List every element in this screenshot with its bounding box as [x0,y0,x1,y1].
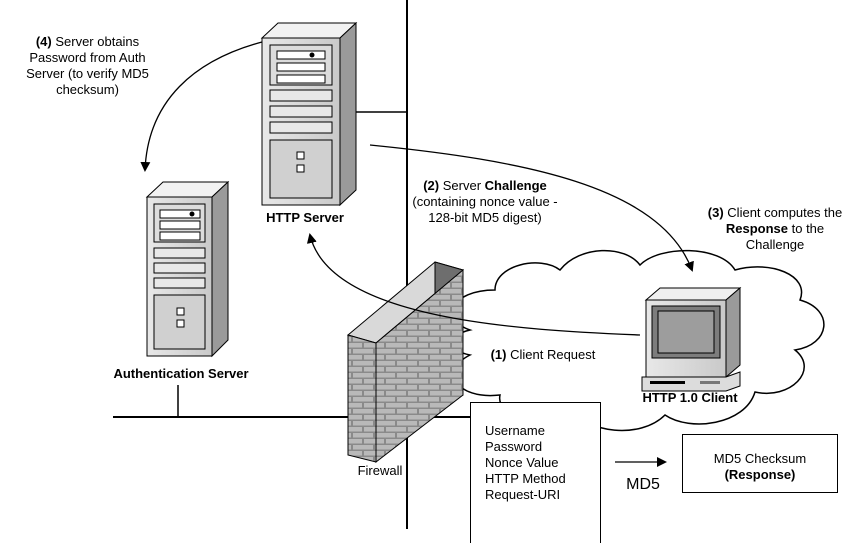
step3-line2-post: to the [791,221,825,236]
md5-checksum-box: MD5 Checksum (Response) [682,434,838,493]
step3-label: (3) Client computes the Response to the … [690,205,860,253]
firewall [346,261,465,464]
diagram-canvas [113,0,825,529]
client-computer-icon [641,286,742,392]
step2-label: (2) Server Challenge (containing nonce v… [395,178,575,226]
step3-number: (3) [707,205,724,220]
step4-label: (4) Server obtains Password from Auth Se… [0,34,175,98]
step2-line3: 128-bit MD5 digest) [428,210,542,225]
step3-line1: Client computes the [727,205,843,220]
arrow-client-request [306,233,641,336]
step1-text: Client Request [510,347,596,362]
md5-input-nonce: Nonce Value [485,455,559,470]
client-label: HTTP 1.0 Client [642,390,738,405]
step2-line1-bold: Challenge [484,178,547,193]
arrow-server-to-auth [140,41,263,172]
md5-input-username: Username [485,423,545,438]
step4-line2: Password from Auth [29,50,146,65]
step2-number: (2) [423,178,440,193]
md5-label: MD5 [626,476,660,493]
step1-number: (1) [490,347,507,362]
md5-input-password: Password [485,439,543,454]
auth-server-icon [145,180,230,358]
step4-line1: Server obtains [55,34,140,49]
step2-line2: (containing nonce value - [412,194,558,209]
http-server-label: HTTP Server [266,210,344,225]
arrow-server-challenge [369,144,694,272]
step3-line3: Challenge [745,237,805,252]
step4-line4: checksum) [56,82,119,97]
md5-input-http-method: HTTP Method [485,471,566,486]
step2-line1-pre: Server [442,178,482,193]
md5-inputs-box: Username Password Nonce Value HTTP Metho… [470,402,601,543]
step4-number: (4) [35,34,52,49]
step1-label: (1) Client Request [478,347,608,363]
checksum-line1: MD5 Checksum [713,451,807,466]
http-server-icon [260,21,358,207]
checksum-line2: (Response) [724,467,796,482]
firewall-label: Firewall [357,463,403,478]
md5-input-request-uri: Request-URI [485,487,561,502]
auth-server-label: Authentication Server [113,366,249,381]
step4-line3: Server (to verify MD5 [26,66,149,81]
step3-line2-bold: Response [725,221,788,236]
